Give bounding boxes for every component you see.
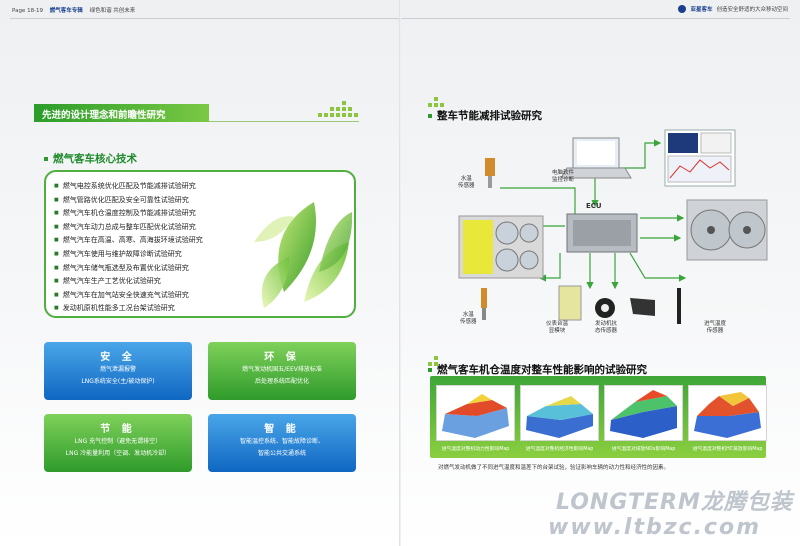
green-leaves-illustration xyxy=(254,202,353,308)
label-crank-sensor: 发动机抗态传感器 xyxy=(595,321,618,334)
water-temp-sensor-bottom xyxy=(481,288,487,308)
card-title: 环 保 xyxy=(264,352,300,363)
brand-name: 亚星客车 xyxy=(690,7,713,13)
decor-dots-left xyxy=(318,99,366,121)
card-intelligent: 智 能 智能温控系统、智能故障诊断、 智能公共交通系统 xyxy=(208,414,356,472)
header-left: Page 18-19 燃气客车专辑 绿色和谐 共创未来 xyxy=(12,6,135,14)
label-ecu: ECU xyxy=(586,202,602,210)
decor-dots-right-2 xyxy=(428,356,476,378)
card-line: LNG 冷能量利用（空调、发动机冷却） xyxy=(65,450,171,457)
list-item: 燃气汽车在高温、高寒、高海拔环境试验研究 xyxy=(54,234,203,248)
square-bullet-icon xyxy=(428,368,432,372)
card-line: 燃气泄漏报警 xyxy=(99,366,136,373)
card-line: 智能温控系统、智能故障诊断、 xyxy=(239,438,324,445)
list-item: 燃气汽车在加气站安全快速充气试验研究 xyxy=(54,289,203,303)
list-item: 燃气汽车使用与维护故障诊断试验研究 xyxy=(54,248,203,262)
watermark-url: www.ltbzc.com xyxy=(548,515,762,540)
page-number: Page 18-19 xyxy=(12,8,44,14)
card-line: 智能公共交通系统 xyxy=(257,450,306,457)
list-item: 燃气汽车储气瓶选型及布置优化试验研究 xyxy=(54,262,203,276)
label-intake-temp: 进气温度传感器 xyxy=(704,321,727,334)
position-sensor xyxy=(630,298,655,316)
list-item: 燃气电控系统优化匹配及节能减排试验研究 xyxy=(54,180,203,194)
dashboard-module xyxy=(558,285,582,321)
left-banner: 先进的设计理念和前瞻性研究 xyxy=(34,104,209,122)
emission-test-heading: 整车节能减排试验研究 xyxy=(428,108,542,123)
surface-map-1 xyxy=(436,385,515,441)
surface-map-4 xyxy=(688,385,767,441)
intake-temp-sensor xyxy=(677,288,681,324)
laptop-icon xyxy=(560,137,632,179)
core-tech-heading: 燃气客车核心技术 xyxy=(44,151,137,166)
monitor-software-screen xyxy=(664,129,736,187)
radiator-left xyxy=(458,215,544,279)
surface-map-3 xyxy=(604,385,683,441)
chamber-temp-heading: 燃气客车机仓温度对整车性能影响的试验研究 xyxy=(428,362,647,377)
list-item: 燃气管路优化匹配及安全可靠性试验研究 xyxy=(54,194,203,208)
core-tech-list: 燃气电控系统优化匹配及节能减排试验研究 燃气管路优化匹配及安全可靠性试验研究 燃… xyxy=(54,180,203,316)
brand-motto: 创造安全舒适的大众移动空间 xyxy=(716,7,788,13)
section-title: 燃气客车专辑 xyxy=(49,8,83,14)
core-tech-list-box: 燃气电控系统优化匹配及节能减排试验研究 燃气管路优化匹配及安全可靠性试验研究 燃… xyxy=(44,170,356,318)
surface-map-4-caption: 进气温度对整机HC排放影响Map xyxy=(692,447,763,452)
header-bar: Page 18-19 燃气客车专辑 绿色和谐 共创未来 亚星客车 创造安全舒适的… xyxy=(0,0,800,18)
card-title: 智 能 xyxy=(264,424,300,435)
label-water-temp-bottom: 水温传感器 xyxy=(460,312,477,325)
list-item: 燃气汽车机仓温度控制及节能减排试验研究 xyxy=(54,207,203,221)
left-banner-rule xyxy=(209,121,359,122)
decor-dots-right xyxy=(428,97,476,119)
label-dash-module: 仪表台温显模块 xyxy=(546,321,569,334)
square-bullet-icon xyxy=(428,114,432,118)
surface-map-3-caption: 进气温度对排放NOx影响Map xyxy=(611,447,676,452)
list-item: 发动机原机性能多工况台架试验研究 xyxy=(54,302,203,316)
brand-logo-icon xyxy=(678,5,687,13)
left-banner-title: 先进的设计理念和前瞻性研究 xyxy=(42,110,166,121)
surface-map-2-caption: 进气温度对整机经济性影响Map xyxy=(525,447,594,452)
test-caption: 对燃气发动机做了不同进气温度和温差下的台架试验，验证影响车辆的动力性和经济性的因… xyxy=(438,465,670,471)
square-bullet-icon xyxy=(44,157,48,161)
card-line: 燃气发动机国五/EEV排放标准 xyxy=(242,366,322,373)
surface-map-2 xyxy=(520,385,599,441)
label-water-temp-top: 水温传感器 xyxy=(458,176,475,189)
list-item: 燃气汽车动力总成与整车匹配优化试验研究 xyxy=(54,221,203,235)
ecu-unit xyxy=(566,213,638,253)
watermark-brand: LONGTERM龙腾包装 xyxy=(556,490,793,515)
card-title: 节 能 xyxy=(100,424,136,435)
card-line: 后处理系统匹配优化 xyxy=(254,378,309,385)
card-title: 安 全 xyxy=(100,352,136,363)
surface-map-1-caption: 进气温度对整机动力性影响Map xyxy=(441,447,510,452)
list-item: 燃气汽车生产工艺优化试验研究 xyxy=(54,275,203,289)
header-right: 亚星客车 创造安全舒适的大众移动空间 xyxy=(678,5,788,13)
water-temp-sensor-top xyxy=(485,158,495,176)
card-environment: 环 保 燃气发动机国五/EEV排放标准 后处理系统匹配优化 xyxy=(208,342,356,400)
page-gutter xyxy=(399,0,401,546)
slogan: 绿色和谐 共创未来 xyxy=(89,8,136,14)
card-line: LNG系统安全(主/被动保护) xyxy=(81,378,155,385)
card-safety: 安 全 燃气泄漏报警 LNG系统安全(主/被动保护) xyxy=(44,342,192,400)
ecu-system-diagram xyxy=(458,129,768,324)
radiator-right xyxy=(686,199,768,261)
label-pc-software: 电脑软件监控诊断 xyxy=(552,170,575,183)
card-energy-saving: 节 能 LNG 充气控制（避免无谓排空） LNG 冷能量利用（空调、发动机冷却） xyxy=(44,414,192,472)
card-line: LNG 充气控制（避免无谓排空） xyxy=(74,438,162,445)
